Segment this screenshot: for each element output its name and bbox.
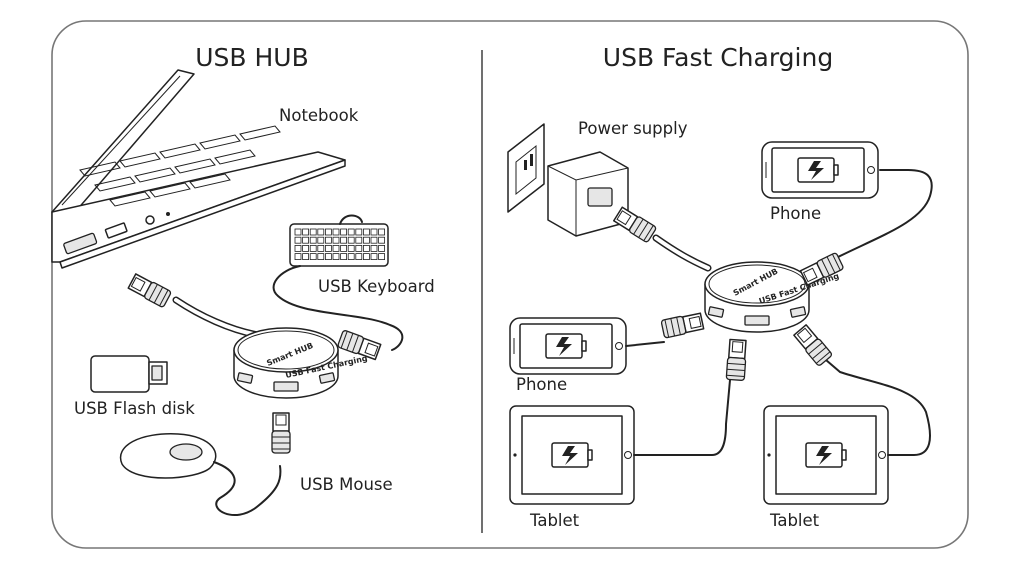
outer-frame xyxy=(51,20,969,549)
keyboard-key xyxy=(340,253,348,261)
keyboard-key xyxy=(362,253,370,261)
usb-keyboard-illustration xyxy=(289,223,389,267)
tablet-right-usb-plug xyxy=(792,323,834,368)
battery-charging-icon xyxy=(805,442,847,468)
keyboard-key xyxy=(378,228,386,236)
usb-fast-charging-title: USB Fast Charging xyxy=(603,43,833,72)
keyboard-key xyxy=(317,244,325,252)
keyboard-key xyxy=(294,228,302,236)
usb-keyboard-label: USB Keyboard xyxy=(318,277,435,296)
keyboard-key xyxy=(370,253,378,261)
keyboard-key xyxy=(340,244,348,252)
usb-flash-disk-illustration xyxy=(90,355,168,393)
mouse-cable xyxy=(213,461,282,516)
tablet-left-label: Tablet xyxy=(529,511,580,530)
phone-top-illustration xyxy=(761,141,879,199)
battery-charging-icon xyxy=(797,157,839,183)
phone-top-cable xyxy=(835,169,933,259)
keyboard-key xyxy=(294,253,302,261)
keyboard-key xyxy=(362,236,370,244)
tablet-right-illustration xyxy=(763,405,889,505)
keyboard-key xyxy=(347,253,355,261)
tablet-right-label: Tablet xyxy=(769,511,820,530)
keyboard-key xyxy=(324,236,332,244)
keyboard-key xyxy=(355,253,363,261)
phone-left-cable xyxy=(625,341,665,347)
keyboard-key xyxy=(324,228,332,236)
keyboard-key xyxy=(340,228,348,236)
keyboard-key xyxy=(302,236,310,244)
phone-left-illustration xyxy=(509,317,627,375)
keyboard-key xyxy=(370,228,378,236)
tablet-left-usb-plug xyxy=(725,338,748,382)
keyboard-key xyxy=(332,228,340,236)
keyboard-key xyxy=(362,244,370,252)
keyboard-key xyxy=(317,228,325,236)
keyboard-key xyxy=(294,244,302,252)
hub-input-cable xyxy=(172,296,262,339)
keyboard-key xyxy=(302,253,310,261)
keyboard-key xyxy=(355,228,363,236)
keyboard-key xyxy=(355,236,363,244)
keyboard-key xyxy=(370,244,378,252)
keyboard-key xyxy=(309,253,317,261)
keyboard-cable xyxy=(272,214,404,351)
keyboard-key xyxy=(317,253,325,261)
keyboard-key xyxy=(309,244,317,252)
keyboard-key xyxy=(309,228,317,236)
keyboard-key xyxy=(332,253,340,261)
keyboard-key xyxy=(347,228,355,236)
power-usb-plug xyxy=(612,205,658,244)
mouse-usb-plug xyxy=(271,412,291,454)
keyboard-key xyxy=(324,244,332,252)
notebook-label: Notebook xyxy=(279,106,359,125)
keyboard-key xyxy=(347,236,355,244)
power-supply-label: Power supply xyxy=(578,119,688,138)
keyboard-key xyxy=(332,236,340,244)
usb-hub-title: USB HUB xyxy=(195,43,309,72)
battery-charging-icon xyxy=(551,442,593,468)
keyboard-key xyxy=(302,228,310,236)
keyboard-key xyxy=(378,244,386,252)
wall-outlet xyxy=(507,123,545,213)
keyboard-key xyxy=(362,228,370,236)
tablet-left-cable xyxy=(633,379,731,456)
phone-left-usb-plug xyxy=(660,311,705,339)
hub-usb-plug xyxy=(127,272,173,309)
battery-charging-icon xyxy=(545,333,587,359)
usb-mouse-label: USB Mouse xyxy=(300,475,393,494)
phone-top-label: Phone xyxy=(770,204,821,223)
keyboard-key xyxy=(347,244,355,252)
keyboard-key xyxy=(317,236,325,244)
notebook-illustration xyxy=(51,69,346,269)
keyboard-key xyxy=(340,236,348,244)
tablet-right-cable xyxy=(825,359,931,456)
keyboard-key xyxy=(309,236,317,244)
keyboard-key xyxy=(378,253,386,261)
keyboard-key xyxy=(324,253,332,261)
keyboard-key xyxy=(302,244,310,252)
keyboard-key xyxy=(294,236,302,244)
keyboard-key xyxy=(378,236,386,244)
keyboard-key xyxy=(370,236,378,244)
usb-flash-disk-label: USB Flash disk xyxy=(74,399,195,418)
tablet-left-illustration xyxy=(509,405,635,505)
usb-mouse-illustration xyxy=(119,433,217,479)
keyboard-key xyxy=(355,244,363,252)
phone-left-label: Phone xyxy=(516,375,567,394)
power-supply-illustration xyxy=(547,151,629,237)
keyboard-key xyxy=(332,244,340,252)
